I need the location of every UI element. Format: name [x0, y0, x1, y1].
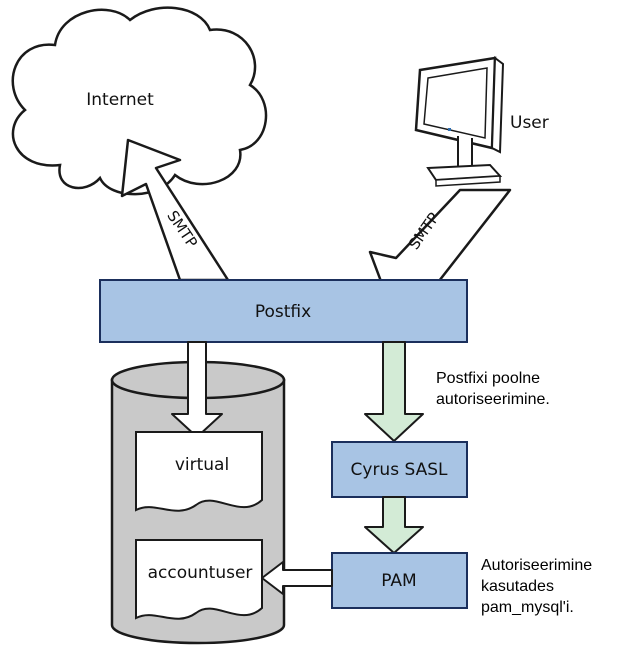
- user-label: User: [510, 113, 549, 133]
- postfix-label: Postfix: [255, 302, 311, 322]
- postfix-to-sasl-arrow: [364, 341, 424, 442]
- pam-label: PAM: [381, 571, 416, 591]
- virtual-label: virtual: [175, 455, 229, 475]
- postfix-auth-note-line-1: Postfixi poolne: [436, 370, 540, 387]
- pam-auth-note: Autoriseerimine kasutades pam_mysql'i.: [481, 557, 592, 616]
- user-monitor-icon: [414, 56, 505, 187]
- accountuser-document: accountuser: [135, 539, 263, 620]
- postfix-box: Postfix: [99, 279, 468, 343]
- postfix-to-virtual-arrow: [171, 341, 223, 438]
- postfix-auth-note: Postfixi poolne autoriseerimine.: [436, 370, 550, 408]
- pam-to-accountuser-arrow: [261, 561, 333, 595]
- smtp-outbound-arrow: SMTP: [120, 138, 230, 282]
- cyrus-sasl-label: Cyrus SASL: [351, 460, 448, 480]
- accountuser-label: accountuser: [148, 563, 253, 583]
- cyrus-sasl-box: Cyrus SASL: [331, 441, 468, 498]
- pam-auth-note-line-3: pam_mysql'i.: [481, 599, 574, 616]
- virtual-document: virtual: [135, 431, 263, 512]
- sasl-to-pam-arrow: [364, 496, 424, 554]
- pam-auth-note-line-1: Autoriseerimine: [481, 557, 592, 574]
- postfix-auth-note-line-2: autoriseerimine.: [436, 391, 550, 408]
- pam-box: PAM: [331, 552, 468, 609]
- pam-auth-note-line-2: kasutades: [481, 578, 554, 595]
- internet-label: Internet: [86, 90, 154, 110]
